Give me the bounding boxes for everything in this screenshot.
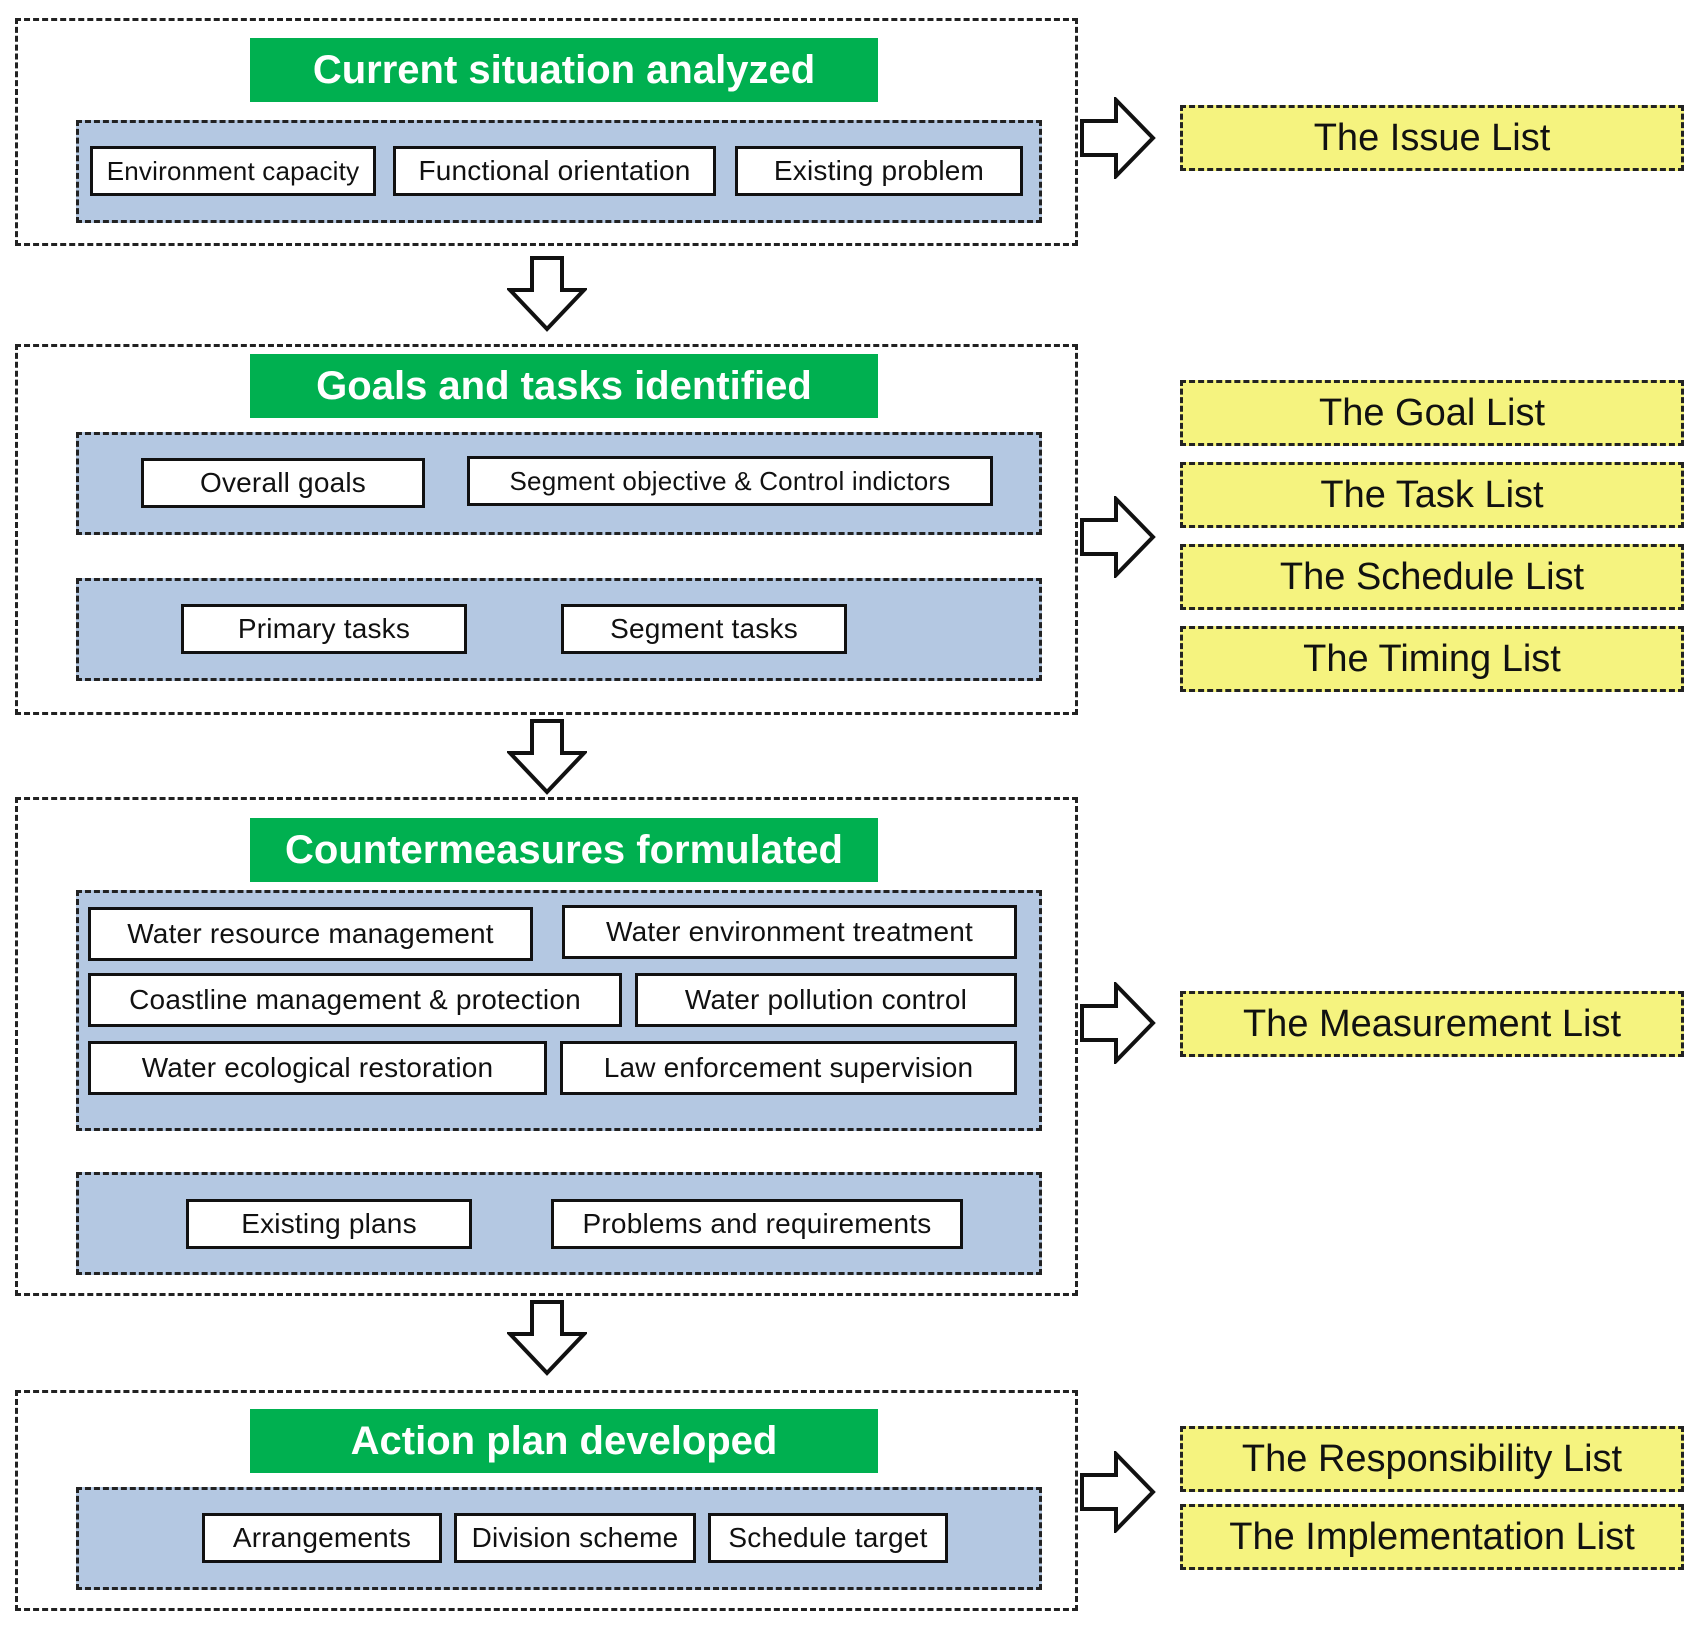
output-implementation-list: The Implementation List	[1180, 1504, 1684, 1570]
item-environment-capacity: Environment capacity	[90, 146, 376, 196]
hollow-down-arrow-icon	[507, 719, 587, 795]
hollow-right-arrow-icon	[1080, 1451, 1156, 1533]
hollow-down-arrow-icon	[507, 256, 587, 332]
hollow-down-arrow-icon	[507, 1300, 587, 1376]
output-responsibility-list: The Responsibility List	[1180, 1426, 1684, 1492]
stage-title-current-situation: Current situation analyzed	[250, 38, 878, 102]
item-water-ecological-restoration: Water ecological restoration	[88, 1041, 547, 1095]
item-coastline-management: Coastline management & protection	[88, 973, 622, 1027]
item-schedule-target: Schedule target	[708, 1513, 948, 1563]
hollow-right-arrow-icon	[1080, 982, 1156, 1064]
item-water-resource-management: Water resource management	[88, 907, 533, 961]
stage-title-action-plan: Action plan developed	[250, 1409, 878, 1473]
item-law-enforcement-supervision: Law enforcement supervision	[560, 1041, 1017, 1095]
item-existing-problem: Existing problem	[735, 146, 1023, 196]
output-task-list: The Task List	[1180, 462, 1684, 528]
output-goal-list: The Goal List	[1180, 380, 1684, 446]
stage-title-countermeasures: Countermeasures formulated	[250, 818, 878, 882]
item-existing-plans: Existing plans	[186, 1199, 472, 1249]
item-arrangements: Arrangements	[202, 1513, 442, 1563]
hollow-right-arrow-icon	[1080, 496, 1156, 578]
item-functional-orientation: Functional orientation	[393, 146, 716, 196]
item-overall-goals: Overall goals	[141, 458, 425, 508]
item-water-pollution-control: Water pollution control	[635, 973, 1017, 1027]
item-division-scheme: Division scheme	[454, 1513, 696, 1563]
output-timing-list: The Timing List	[1180, 626, 1684, 692]
item-water-environment-treatment: Water environment treatment	[562, 905, 1017, 959]
output-schedule-list: The Schedule List	[1180, 544, 1684, 610]
stage-title-goals-tasks: Goals and tasks identified	[250, 354, 878, 418]
hollow-right-arrow-icon	[1080, 97, 1156, 179]
item-primary-tasks: Primary tasks	[181, 604, 467, 654]
output-issue-list: The Issue List	[1180, 105, 1684, 171]
item-segment-objective: Segment objective & Control indictors	[467, 456, 993, 506]
item-segment-tasks: Segment tasks	[561, 604, 847, 654]
output-measurement-list: The Measurement List	[1180, 991, 1684, 1057]
item-problems-requirements: Problems and requirements	[551, 1199, 963, 1249]
